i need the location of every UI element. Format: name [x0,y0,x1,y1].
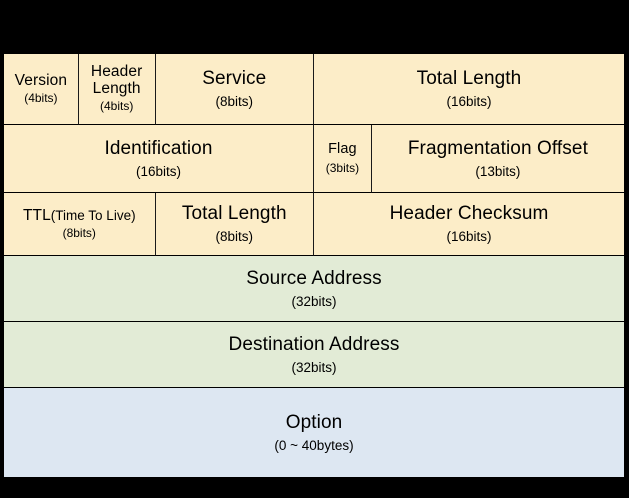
header-row-5: Destination Address (32bits) [4,322,624,388]
field-option-bits: (0 ~ 40bytes) [274,437,354,453]
field-identification-label: Identification [104,137,213,159]
field-source-address-label: Source Address [246,267,382,289]
field-total-length-16-label: Total Length [416,68,522,90]
field-destination-address-bits: (32bits) [291,359,337,375]
header-row-4: Source Address (32bits) [4,256,624,322]
field-header-length-label-line2: Length [92,79,141,97]
field-destination-address: Destination Address (32bits) [4,322,624,388]
field-identification: Identification (16bits) [4,125,314,193]
field-version-label: Version [14,71,68,89]
field-ttl-label-expansion: (Time To Live) [50,207,136,223]
header-row-3: TTL(Time To Live) (8bits) Total Length (… [4,193,624,256]
field-header-length-bits: (4bits) [99,98,134,113]
field-total-length-16: Total Length (16bits) [314,54,624,125]
field-version-bits: (4bits) [24,91,58,106]
field-version: Version (4bits) [4,54,79,125]
field-flag-label: Flag [328,141,357,158]
header-row-6: Option (0 ~ 40bytes) [4,388,624,477]
field-flag: Flag (3bits) [313,125,372,193]
field-ttl-bits: (8bits) [62,226,96,241]
field-ttl: TTL(Time To Live) (8bits) [4,193,156,256]
field-header-checksum: Header Checksum (16bits) [314,193,624,256]
field-service-label: Service [202,68,267,90]
field-fragmentation-offset-label: Fragmentation Offset [407,137,588,159]
field-header-checksum-label: Header Checksum [389,203,549,225]
field-source-address: Source Address (32bits) [4,256,624,322]
field-total-length-8-label: Total Length [181,203,287,225]
field-header-length-label-line1: Header [90,63,143,81]
header-row-2: Identification (16bits) Flag (3bits) Fra… [4,125,624,193]
field-option: Option (0 ~ 40bytes) [4,388,624,477]
field-total-length-8-bits: (8bits) [215,229,254,245]
field-fragmentation-offset: Fragmentation Offset (13bits) [371,125,624,193]
field-service: Service (8bits) [155,54,315,125]
ipv4-header-diagram: Version (4bits) Header Length (4bits) Se… [3,53,625,478]
field-ttl-label: TTL(Time To Live) [23,207,136,224]
field-header-length-label: Header Length [91,64,142,97]
field-header-length: Header Length (4bits) [78,54,156,125]
header-row-1: Version (4bits) Header Length (4bits) Se… [4,54,624,125]
field-destination-address-label: Destination Address [228,333,400,355]
field-source-address-bits: (32bits) [291,293,337,309]
field-service-bits: (8bits) [215,94,254,110]
field-flag-bits: (3bits) [325,160,360,175]
field-identification-bits: (16bits) [135,163,181,179]
field-total-length-16-bits: (16bits) [446,94,492,110]
field-fragmentation-offset-bits: (13bits) [475,163,521,179]
field-total-length-8: Total Length (8bits) [155,193,315,256]
field-header-checksum-bits: (16bits) [446,229,492,245]
field-ttl-label-main: TTL [22,206,51,224]
field-option-label: Option [285,411,343,433]
